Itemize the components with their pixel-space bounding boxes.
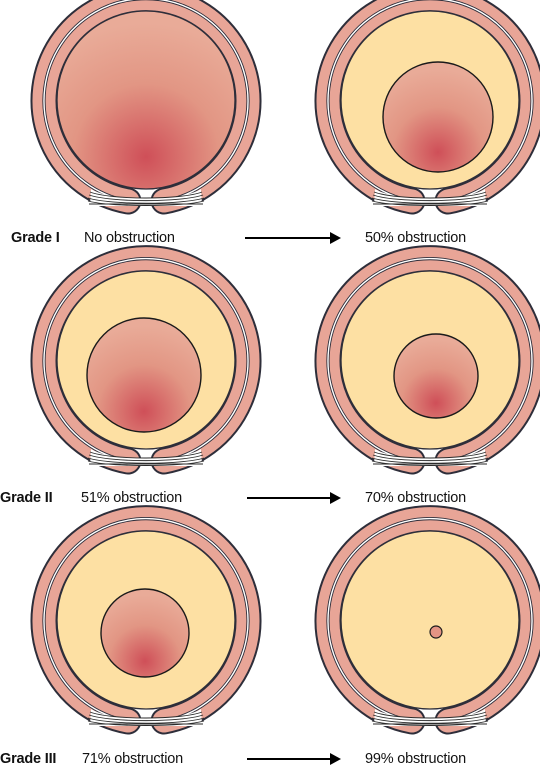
grade-2-right-label: 70% obstruction bbox=[365, 489, 466, 507]
obstruction-mass bbox=[341, 531, 519, 709]
grade-3-right-label: 99% obstruction bbox=[365, 750, 466, 768]
residual-lumen bbox=[430, 626, 442, 638]
residual-lumen bbox=[394, 334, 478, 418]
panel-grade-3-right bbox=[328, 519, 532, 726]
residual-lumen bbox=[383, 62, 493, 172]
grade-3-label: Grade III bbox=[0, 750, 56, 768]
panel-grade-1-right bbox=[328, 0, 532, 206]
lumen-open bbox=[57, 11, 235, 189]
residual-lumen bbox=[101, 589, 189, 677]
grade-2-left-label: 51% obstruction bbox=[81, 489, 182, 507]
grade-2-label: Grade II bbox=[0, 489, 52, 507]
right-arrow-icon bbox=[245, 237, 339, 239]
right-arrow-icon bbox=[247, 497, 339, 499]
panel-grade-3-left bbox=[44, 519, 248, 726]
panel-grade-2-right bbox=[328, 259, 532, 466]
grade-1-label: Grade I bbox=[11, 229, 60, 247]
panel-grade-2-left bbox=[44, 259, 248, 466]
grade-1-left-label: No obstruction bbox=[84, 229, 175, 247]
panel-grade-1-left bbox=[44, 0, 248, 206]
residual-lumen bbox=[87, 318, 201, 432]
grade-3-left-label: 71% obstruction bbox=[82, 750, 183, 768]
grade-1-right-label: 50% obstruction bbox=[365, 229, 466, 247]
right-arrow-icon bbox=[247, 758, 339, 760]
